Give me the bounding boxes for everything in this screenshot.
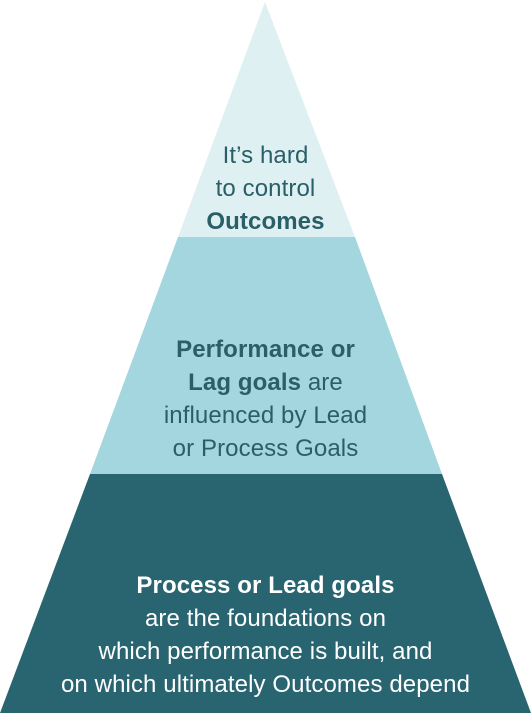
middle-tier-line-3: influenced by Lead <box>163 402 368 429</box>
lag-goals-label: Lag goals <box>188 369 302 396</box>
top-tier-text: It’s hard to control Outcomes <box>0 139 531 238</box>
bottom-tier-line-3: which performance is built, and <box>98 638 433 665</box>
bottom-tier-line-2: are the foundations on <box>144 605 387 632</box>
middle-tier-line-1: Performance or <box>0 333 531 366</box>
performance-label: Performance or <box>176 336 355 363</box>
process-goals-label: Process or Lead goals <box>136 572 395 599</box>
middle-tier-text: Performance or Lag goals are influenced … <box>0 333 531 465</box>
pyramid-tier-top <box>178 2 355 237</box>
bottom-tier-line-1: Process or Lead goals <box>0 569 531 602</box>
bottom-tier-line-4: on which ultimately Outcomes depend <box>60 671 471 698</box>
bottom-tier-text: Process or Lead goals are the foundation… <box>0 569 531 701</box>
top-tier-line-1: It’s hard <box>222 142 309 169</box>
pyramid-tier-middle <box>90 237 442 474</box>
middle-tier-line-2: Lag goals are <box>0 366 531 399</box>
top-tier-line-2: to control <box>215 175 316 202</box>
middle-tier-line-4: or Process Goals <box>172 435 359 462</box>
outcomes-label: Outcomes <box>206 208 325 235</box>
middle-tier-line-2-rest: are <box>301 369 343 396</box>
top-tier-line-3: Outcomes <box>0 205 531 238</box>
pyramid-tier-bottom <box>0 474 531 713</box>
